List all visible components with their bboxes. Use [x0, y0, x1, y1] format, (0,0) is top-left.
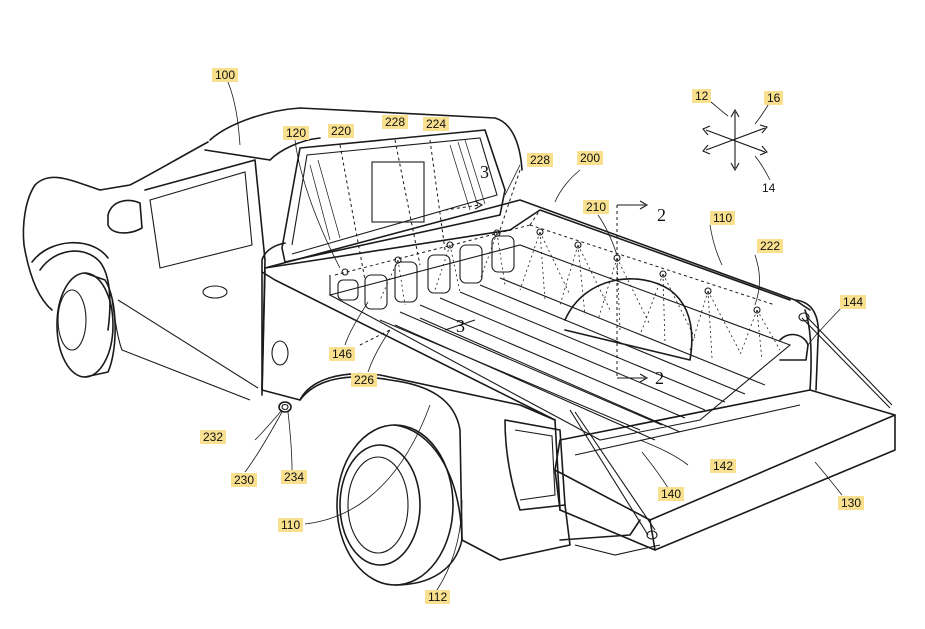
ref-140: 140	[658, 487, 685, 501]
direction-compass-icon	[702, 97, 771, 181]
rear-fender	[261, 269, 661, 561]
ref-110-bottom: 110	[278, 518, 304, 532]
ref-112: 112	[425, 590, 451, 604]
tailgate	[554, 312, 896, 551]
fuel-door	[271, 340, 292, 413]
rear-window	[281, 129, 506, 263]
leader-lines	[227, 81, 843, 591]
ref-130: 130	[838, 496, 865, 510]
ref-222: 222	[757, 239, 784, 253]
truck-bed	[261, 199, 820, 511]
ref-226: 226	[351, 373, 378, 387]
ref-16: 16	[764, 91, 784, 105]
ref-220: 220	[328, 124, 355, 138]
section-marker-3-bottom: 3	[456, 316, 465, 336]
ref-232: 232	[200, 430, 227, 444]
ref-12: 12	[692, 89, 712, 103]
rear-wheel	[336, 424, 463, 586]
ref-120: 120	[283, 126, 310, 140]
ref-230: 230	[231, 473, 258, 487]
section-marker-2-bottom: 2	[655, 368, 664, 388]
front-wall-lamps	[337, 235, 515, 310]
section-marker-3-top: 3	[480, 162, 489, 182]
ref-142: 142	[710, 459, 737, 473]
ref-228-top: 228	[382, 115, 409, 129]
ref-14: 14	[762, 181, 776, 195]
lighting-system	[334, 139, 781, 383]
ref-234: 234	[281, 470, 308, 484]
ref-210: 210	[583, 200, 610, 214]
ref-100: 100	[212, 68, 239, 82]
ref-146: 146	[329, 347, 356, 361]
front-wheel	[56, 272, 116, 378]
ref-224: 224	[423, 117, 450, 131]
ref-144: 144	[840, 295, 867, 309]
ref-228-right: 228	[527, 153, 554, 167]
ref-200: 200	[577, 151, 604, 165]
section-marker-2-top: 2	[657, 205, 666, 225]
ref-110-top: 110	[710, 211, 736, 225]
